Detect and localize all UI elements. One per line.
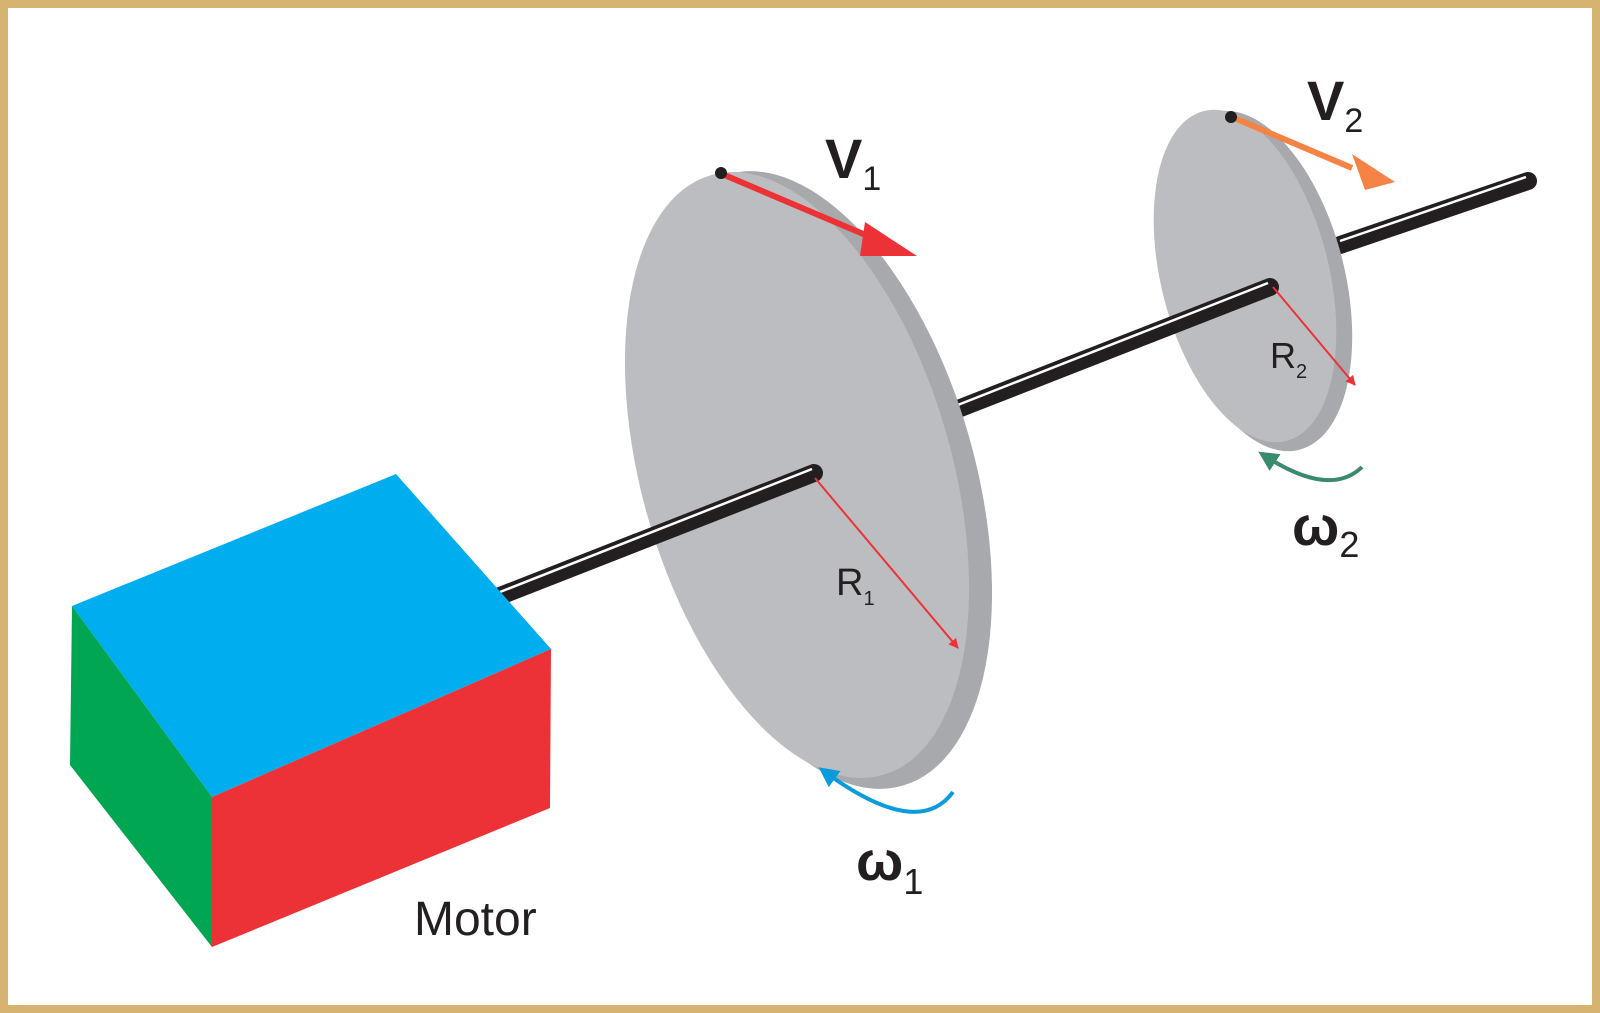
motor-front-face xyxy=(212,649,551,947)
radius-r2-arrow xyxy=(1272,286,1356,386)
v1-label: V1 xyxy=(825,127,881,198)
shaft-middle xyxy=(931,278,1279,425)
v1-arrow-shaft xyxy=(720,171,870,239)
motor-top-face xyxy=(72,474,551,797)
v2-label: V2 xyxy=(1307,69,1363,140)
v2-arrowhead xyxy=(1352,154,1395,190)
disk-2 xyxy=(1153,109,1353,452)
radius-r1-arrow xyxy=(814,477,959,649)
v2-arrow-shaft xyxy=(1230,114,1354,171)
motor-block xyxy=(70,474,551,947)
motor-label: Motor xyxy=(414,893,537,946)
r1-label: R1 xyxy=(836,562,875,610)
motor-side-face xyxy=(70,606,212,947)
v1-point-dot xyxy=(715,167,727,179)
r2-label: R2 xyxy=(1270,335,1307,383)
v2-point-dot xyxy=(1225,111,1237,123)
shaft-front xyxy=(491,464,823,605)
shaft-rear xyxy=(1331,172,1537,254)
omega1-rotation-arrow xyxy=(818,767,955,814)
omega1-label: ω1 xyxy=(856,829,923,902)
omega2-rotation-arrow xyxy=(1258,451,1364,483)
omega2-label: ω2 xyxy=(1292,494,1359,565)
v1-arrowhead xyxy=(860,222,917,256)
